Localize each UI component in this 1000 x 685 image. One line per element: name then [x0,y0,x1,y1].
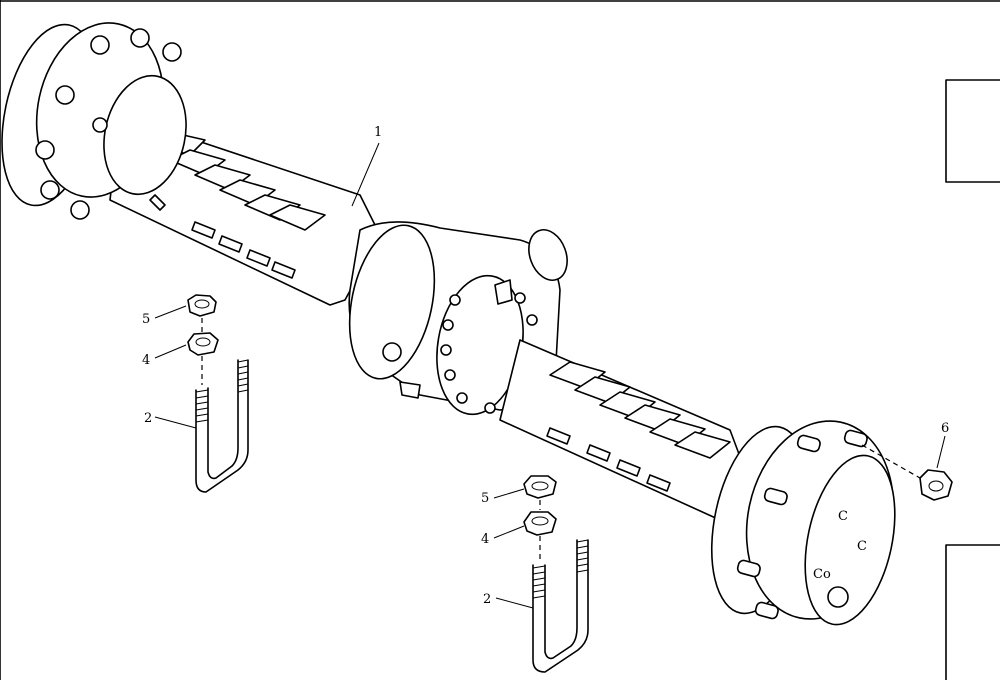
hub-cap-plug [827,586,849,608]
callout-washer-right: 4 [481,532,489,547]
center-bolts [440,292,538,414]
right-wheel-hub: C C Co [710,420,896,626]
hub-mark-b: C [857,539,867,554]
callout-leaders [154,142,946,609]
left-wheel-hub [1,22,187,220]
callout-u-bolt-left: 2 [144,411,152,426]
frame-tab-top [945,79,1000,183]
hex-nut-right [523,475,557,499]
hub-mark-a: C [838,509,848,524]
left-ribs [149,131,326,279]
callout-wheel-nut: 6 [941,421,949,436]
u-bolt-left [195,359,249,493]
callout-washer-left: 4 [142,353,150,368]
callout-nut-left: 5 [142,312,150,327]
right-fastener-set [523,475,589,673]
right-hub-studs [736,429,868,620]
axle-housing [109,114,746,521]
breather-fitting [494,279,513,305]
callout-u-bolt-right: 2 [483,592,491,607]
callout-axle: 1 [374,125,382,140]
u-bolt-right [532,539,589,673]
drain-plug [382,342,402,362]
wheel-nut [861,444,953,501]
pinion-flange [528,229,568,281]
right-ribs [546,361,731,492]
hex-nut-left [187,294,217,317]
washer-left [187,332,219,356]
hub-mark-c: Co [813,567,831,582]
left-hub-bolts [35,28,182,220]
frame-tab-bottom [945,544,1000,685]
washer-right [523,511,557,536]
callout-nut-right: 5 [481,491,489,506]
left-fastener-set [187,294,249,493]
